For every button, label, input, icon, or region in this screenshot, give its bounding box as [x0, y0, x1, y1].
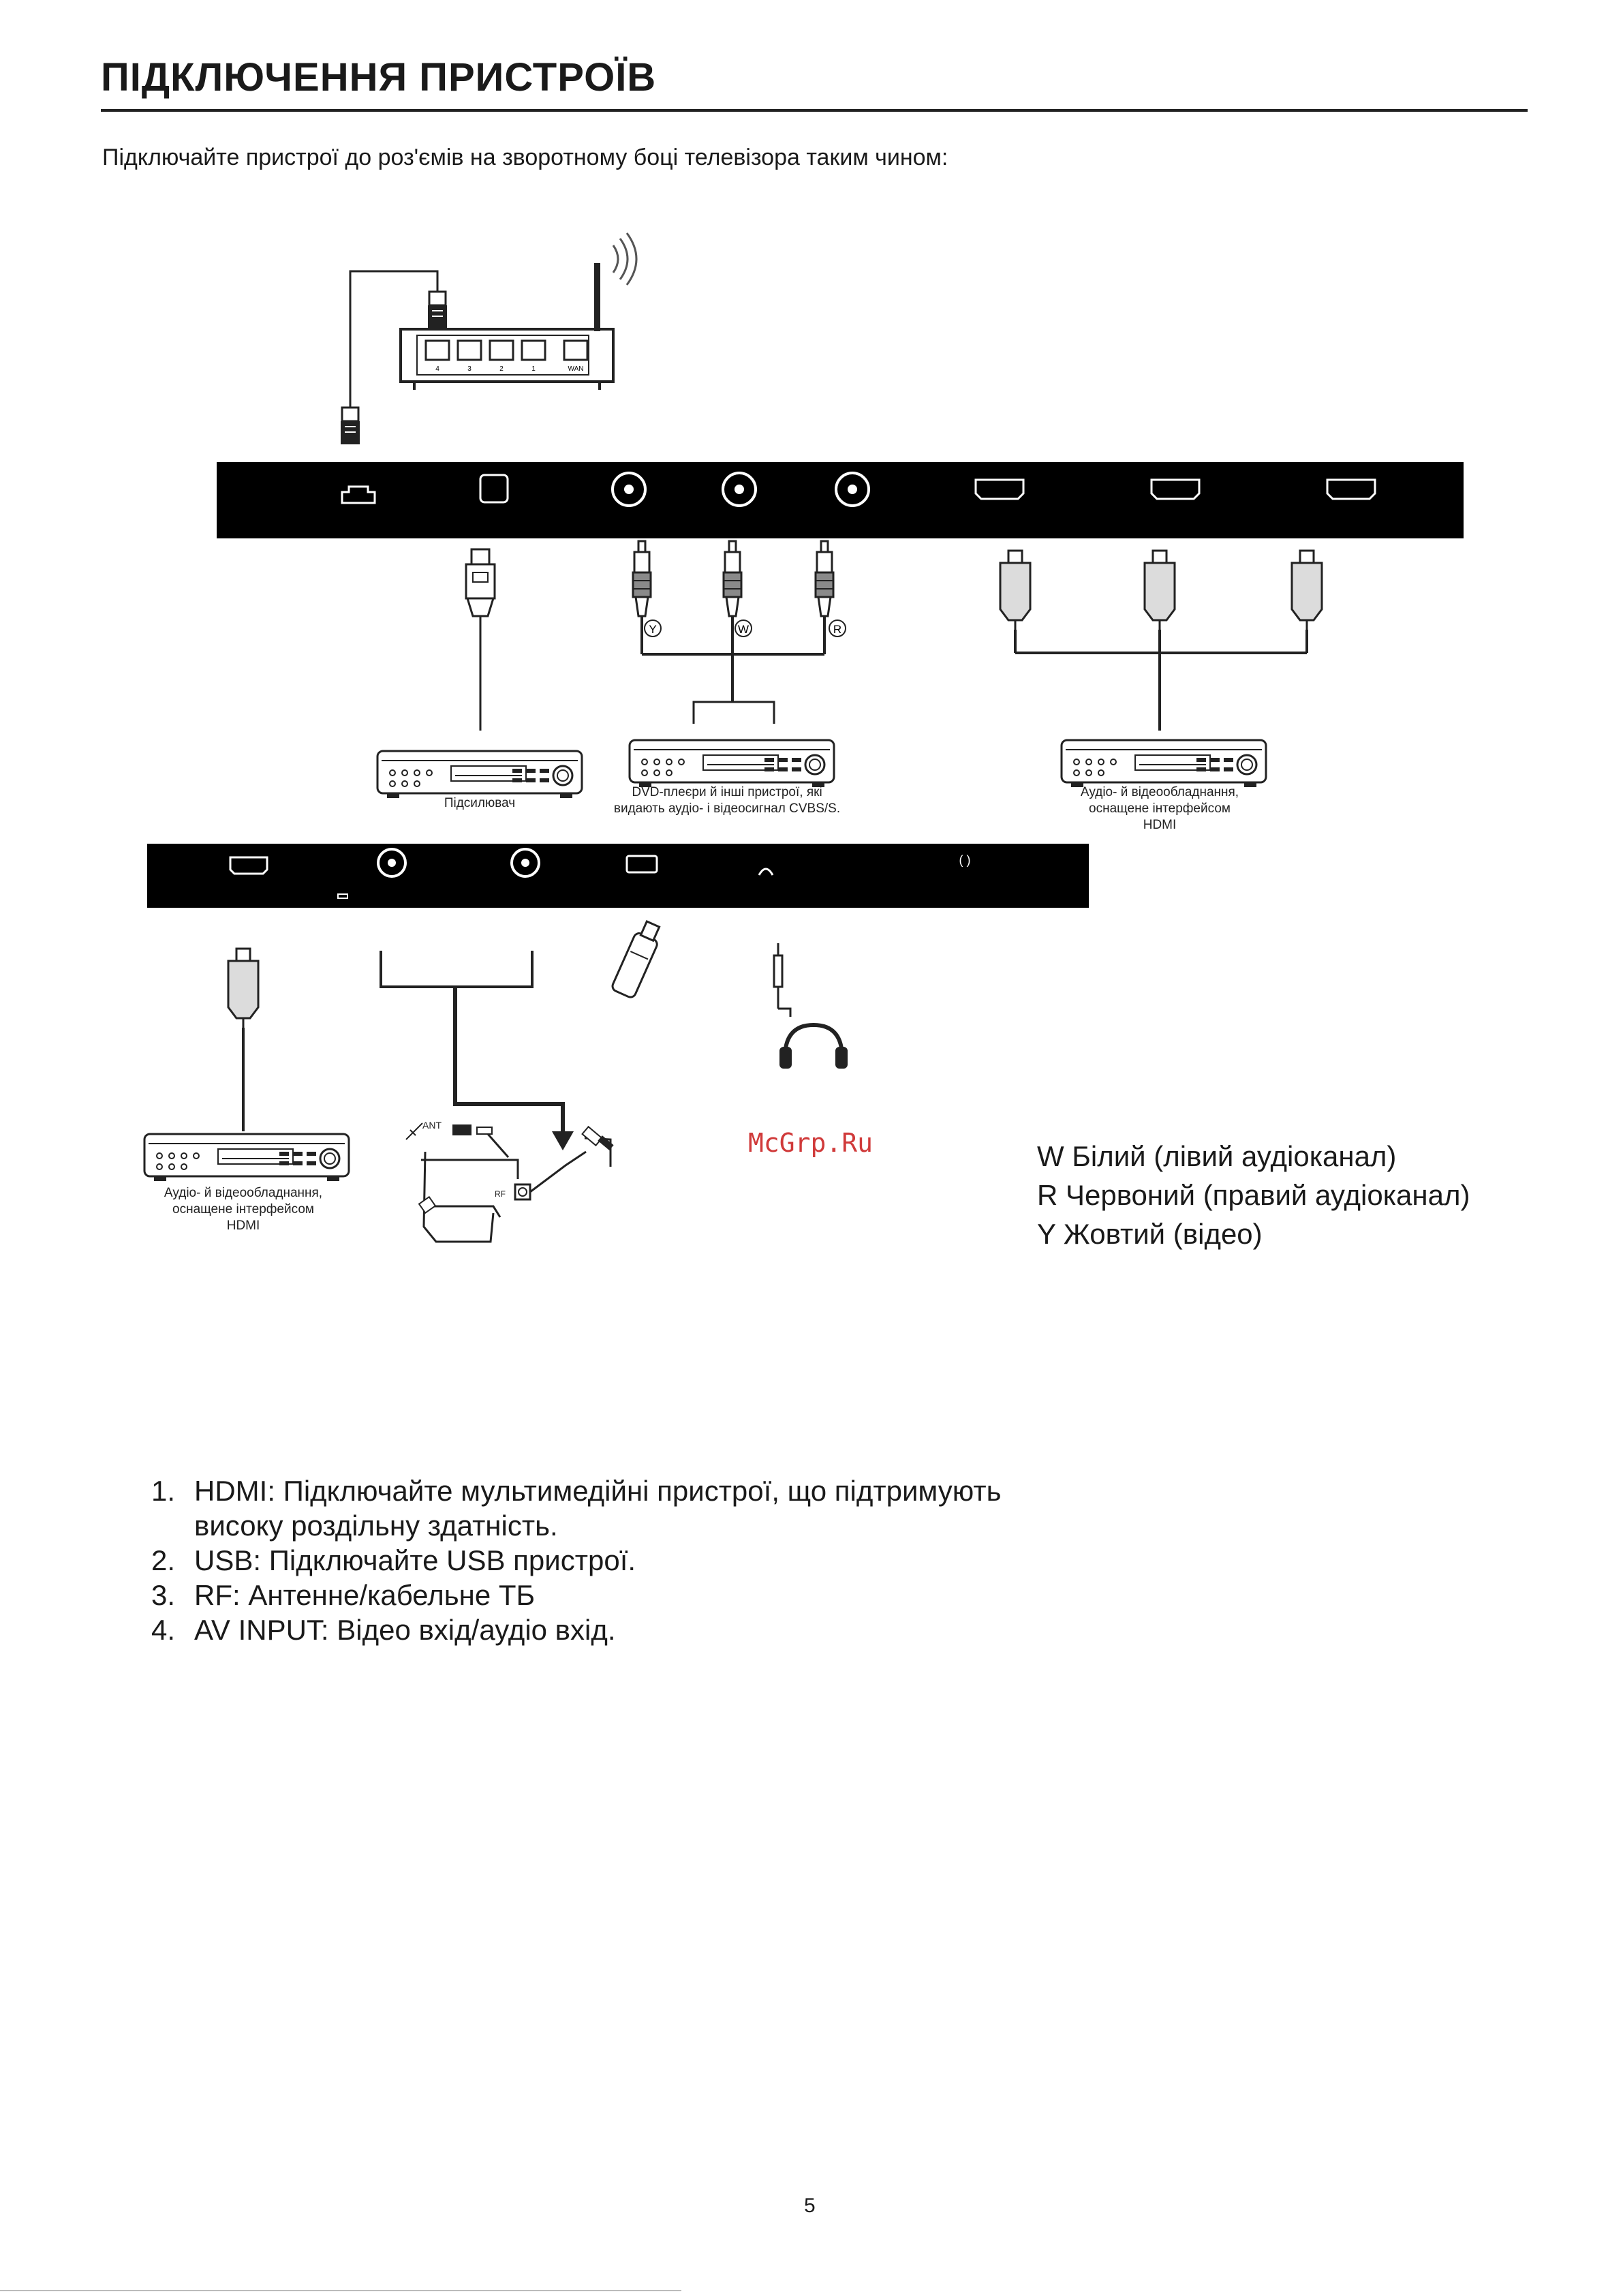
lan-plug-router	[427, 290, 448, 330]
headphones-icon	[779, 1022, 848, 1069]
lan-port-icon	[341, 485, 376, 504]
rca-cable: Y W R	[632, 540, 846, 724]
tv-back-panel-top	[217, 462, 1464, 538]
router-port-label: WAN	[568, 365, 584, 373]
intro-text: Підключайте пристрої до роз'ємів на звор…	[102, 144, 948, 170]
hdmi-port-icon	[1150, 478, 1201, 500]
list-item: 3. RF: Антенне/кабельне ТБ	[151, 1578, 1001, 1612]
legend-item: R Червоний (правий аудіоканал)	[1037, 1179, 1470, 1211]
hdmi-cables-top	[999, 549, 1323, 731]
router-ports	[424, 339, 589, 361]
legend-item: W Білий (лівий аудіоканал)	[1037, 1140, 1397, 1172]
rf-port-icon	[377, 848, 407, 878]
watermark: McGrp.Ru	[748, 1128, 874, 1158]
rca-marker-w: W	[738, 623, 749, 636]
router-port-label: 2	[499, 365, 504, 373]
color-legend: W Білий (лівий аудіоканал) R Червоний (п…	[1037, 1137, 1470, 1253]
tv-back-panel-bottom: ( )	[147, 844, 1089, 908]
note-text: RF: Антенне/кабельне ТБ	[194, 1579, 536, 1611]
hdmi-device-bottom	[143, 1133, 350, 1182]
list-item: високу роздільну здатність.	[151, 1508, 1001, 1543]
dvd-player-device	[628, 739, 835, 789]
hdmi-cable-bottom	[227, 947, 260, 1131]
rca-port-icon	[722, 472, 757, 507]
note-number	[151, 1508, 194, 1543]
rca-port-icon	[835, 472, 870, 507]
av-port-icon	[510, 848, 540, 878]
router-port-label: 4	[435, 365, 439, 373]
hdmi-top-label-line2: оснащене інтерфейсом	[1089, 801, 1231, 816]
note-text: USB: Підключайте USB пристрої.	[194, 1544, 636, 1576]
rf-label: RF	[495, 1189, 506, 1199]
list-item: 1. HDMI: Підключайте мультимедійні пристр…	[151, 1473, 1001, 1508]
title-divider	[101, 109, 1528, 112]
note-number: 1.	[151, 1475, 176, 1507]
note-number: 2.	[151, 1544, 176, 1576]
rf-antenna-connection: ANT RF	[380, 951, 614, 1243]
lan-plug-tv	[339, 406, 361, 446]
hdmi-top-label-line3: HDMI	[1143, 818, 1177, 832]
amplifier-device	[376, 750, 583, 799]
hdmi-port-icon	[229, 856, 268, 875]
rca-port-icon	[611, 472, 647, 507]
note-number: 3.	[151, 1579, 176, 1611]
usb-stick-icon	[611, 920, 661, 998]
router: 4 3 2 1 WAN	[339, 232, 638, 446]
optical-port-icon	[479, 474, 509, 504]
router-port-label: 3	[467, 365, 472, 373]
amplifier-label: Підсилювач	[444, 796, 515, 810]
hdmi-top-label-line1: Аудіо- й відеообладнання,	[1081, 785, 1239, 799]
hdmi-bottom-label-line2: оснащене інтерфейсом	[172, 1202, 314, 1216]
antenna-label: ANT	[422, 1120, 442, 1131]
dvd-label-line1: DVD-плеєри й інші пристрої, які	[632, 785, 822, 799]
connection-notes: 1. HDMI: Підключайте мультимедійні пристр…	[151, 1473, 1001, 1647]
rca-marker-y: Y	[649, 623, 656, 636]
svg-text:( ): ( )	[959, 853, 971, 867]
headphone-connection	[773, 943, 792, 1017]
headphone-port-icon	[758, 868, 774, 876]
optical-cable	[465, 548, 496, 731]
rca-marker-r: R	[833, 623, 841, 636]
dvd-label-line2: видають аудіо- і відеосигнал CVBS/S.	[614, 801, 840, 816]
page-title: ПІДКЛЮЧЕННЯ ПРИСТРОЇВ	[101, 55, 657, 100]
hdmi-port-icon	[974, 478, 1025, 500]
router-port-label: 1	[531, 365, 536, 373]
connection-diagram: 4 3 2 1 WAN	[143, 232, 1464, 1243]
note-text: високу роздільну здатність.	[194, 1510, 558, 1542]
legend-item: Y Жовтий (відео)	[1037, 1218, 1263, 1250]
note-text: AV INPUT: Відео вхід/аудіо вхід.	[194, 1614, 616, 1646]
usb-port-icon	[625, 855, 658, 874]
hdmi-bottom-label-line3: HDMI	[227, 1219, 260, 1233]
hdmi-device-top	[1060, 739, 1267, 789]
list-item: 2. USB: Підключайте USB пристрої.	[151, 1543, 1001, 1578]
page-number: 5	[804, 2194, 816, 2217]
list-item: 4. AV INPUT: Відео вхід/аудіо вхід.	[151, 1612, 1001, 1647]
hdmi-port-icon	[1326, 478, 1376, 500]
note-text: HDMI: Підключайте мультимедійні пристрої…	[194, 1475, 1002, 1507]
bottom-divider	[0, 2290, 681, 2291]
hdmi-bottom-label-line1: Аудіо- й відеообладнання,	[164, 1186, 322, 1200]
note-number: 4.	[151, 1614, 176, 1646]
